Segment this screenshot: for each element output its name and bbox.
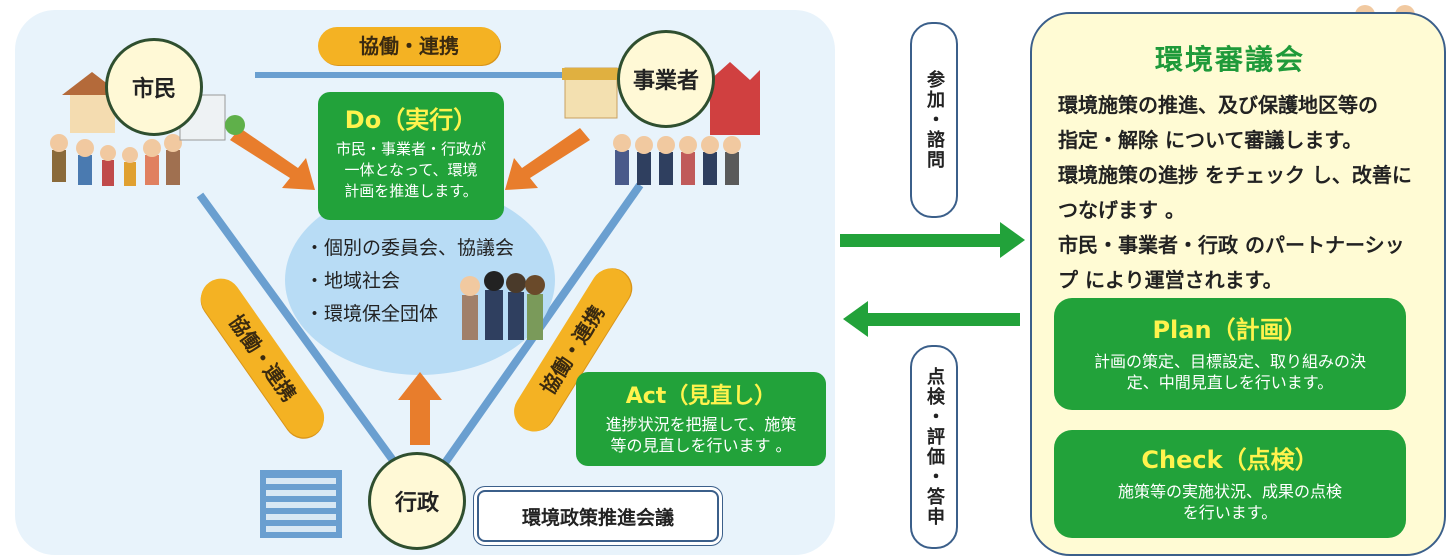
do-desc-line: 市民・事業者・行政が: [335, 140, 486, 158]
list-item: ・地域社会: [305, 270, 401, 292]
top-collab-label: 協働・連携: [318, 27, 500, 65]
plan-box: Plan（計画） 計画の策定、目標設定、取り組みの決 定、中間見直しを行います。: [1054, 298, 1406, 410]
act-desc-line: 等の見直しを行います 。: [610, 436, 792, 455]
council-description: 環境施策の推進、及び保護地区等の 指定・解除 について審議します。 環境施策の進…: [1058, 88, 1428, 298]
list-item: ・環境保全団体: [305, 303, 439, 325]
evaluation-pill: 点検・評価・答申: [910, 345, 958, 549]
council-title: 環境審議会: [1155, 43, 1306, 76]
arrow-from-business: [505, 128, 590, 190]
group-people-illustration: [460, 271, 545, 340]
arrow-from-government: [398, 372, 442, 445]
council-desc-line: つなげます 。: [1058, 198, 1185, 222]
arrow-from-citizen: [230, 128, 315, 190]
evaluation-label: 点検・評価・答申: [924, 367, 945, 527]
plan-desc-line: 計画の策定、目標設定、取り組みの決: [1093, 352, 1366, 371]
council-desc-line: 指定・解除 について審議します。: [1058, 128, 1363, 152]
shop-factory-illustration: [562, 62, 760, 135]
business-people-illustration: [613, 134, 741, 185]
left-connector-line: [196, 192, 404, 473]
participation-label: 参加・諮問: [924, 70, 945, 170]
participation-pill: 参加・諮問: [910, 22, 958, 218]
check-desc-line: 施策等の実施状況、成果の点検: [1117, 482, 1342, 501]
do-desc-line: 計画を推進します。: [344, 182, 478, 200]
government-node: 行政: [368, 452, 466, 550]
stakeholder-list: ・個別の委員会、協議会 ・地域社会 ・環境保全団体: [305, 232, 514, 331]
do-desc-line: 一体となって、環境: [344, 161, 478, 179]
council-desc-line: 環境施策の推進、及び保護地区等の: [1058, 93, 1378, 117]
do-box: Do（実行） 市民・事業者・行政が 一体となって、環境 計画を推進します。: [318, 92, 504, 220]
business-node: 事業者: [617, 30, 715, 128]
plan-title: Plan（計画）: [1152, 316, 1308, 344]
citizen-node: 市民: [105, 38, 203, 136]
check-title: Check（点検）: [1141, 446, 1319, 474]
policy-council-box: 環境政策推進会議: [477, 490, 719, 542]
act-desc-line: 進捗状況を把握して、施策: [605, 415, 797, 434]
citizen-people-illustration: [50, 134, 182, 186]
council-desc-line: 市民・事業者・行政 のパートナーシッ: [1058, 233, 1405, 257]
plan-desc-line: 定、中間見直しを行います。: [1126, 373, 1334, 392]
arrow-from-council: [843, 301, 1020, 337]
check-box: Check（点検） 施策等の実施状況、成果の点検 を行います。: [1054, 430, 1406, 538]
do-title: Do（実行）: [344, 106, 478, 134]
check-desc-line: を行います。: [1182, 503, 1278, 522]
arrow-to-council: [840, 222, 1025, 258]
act-title: Act（見直し）: [625, 384, 777, 409]
council-desc-line: 環境施策の進捗 をチェック し、改善に: [1058, 163, 1412, 187]
act-box: Act（見直し） 進捗状況を把握して、施策 等の見直しを行います 。: [576, 372, 826, 466]
list-item: ・個別の委員会、協議会: [305, 237, 515, 259]
government-building-illustration: [260, 470, 342, 538]
council-desc-line: プ により運営されます。: [1058, 268, 1283, 292]
